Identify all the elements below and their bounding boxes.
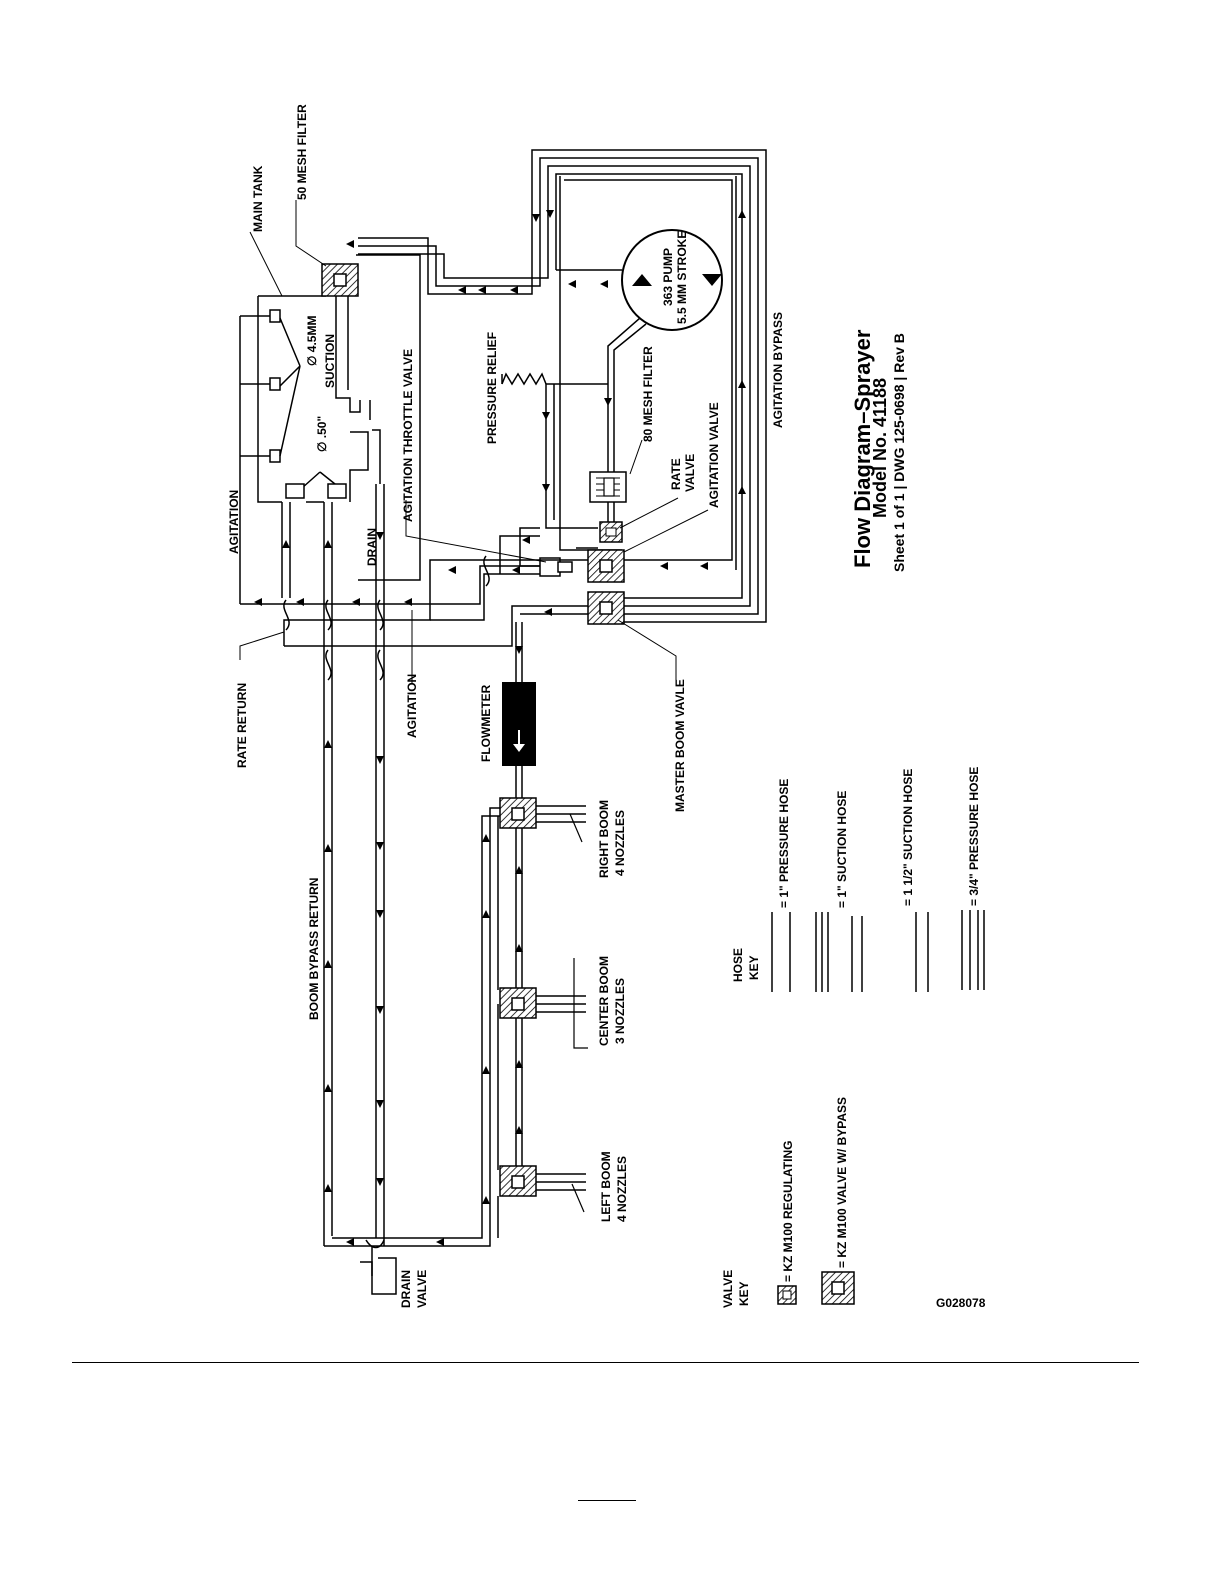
label-suction: SUCTION	[323, 334, 337, 388]
label-pump-1: 363 PUMP	[661, 248, 675, 306]
label-agitation-top: AGITATION	[227, 490, 241, 554]
hose-key-3-4in-pressure: = 3/4" PRESSURE HOSE	[967, 767, 981, 906]
valve-key-bypass-icon	[821, 1271, 855, 1305]
drawing-id: G028078	[936, 1296, 986, 1310]
label-agitation-throttle: AGITATION THROTTLE VALVE	[401, 349, 415, 522]
center-boom-valve	[499, 958, 588, 1049]
label-drain-valve-1: DRAIN	[399, 1270, 413, 1308]
valve-key-regulating-icon	[777, 1285, 797, 1305]
boom-feed	[497, 622, 523, 1238]
pressure-arrows	[542, 398, 612, 492]
pressure-line	[519, 317, 647, 567]
hose-key-swatches	[771, 910, 985, 992]
label-center-boom-1: CENTER BOOM	[597, 956, 611, 1046]
label-right-boom-2: 4 NOZZLES	[613, 810, 627, 876]
pump	[621, 229, 723, 331]
hose-key-label-2: KEY	[747, 955, 761, 980]
long-return-lines	[281, 484, 490, 1246]
label-left-boom-2: 4 NOZZLES	[615, 1156, 629, 1222]
label-main-tank: MAIN TANK	[251, 165, 265, 232]
agitation-jets	[239, 309, 341, 604]
label-master-boom-valve: MASTER BOOM VAVLE	[673, 679, 687, 812]
pressure-relief	[501, 372, 547, 386]
suction-arrows	[346, 210, 746, 570]
label-mesh50-filter: 50 MESH FILTER	[295, 104, 309, 200]
hose-key-1-5in-suction: = 1 1/2" SUCTION HOSE	[901, 769, 915, 906]
hose-key-1in-pressure: = 1" PRESSURE HOSE	[777, 779, 791, 908]
label-agitation-bypass: AGITATION BYPASS	[771, 312, 785, 428]
flowmeter	[502, 682, 536, 766]
label-mesh80-filter: 80 MESH FILTER	[641, 346, 655, 442]
label-rate-valve-2: VALVE	[683, 454, 697, 492]
agitation-throttle-valve	[539, 557, 573, 577]
label-rate-valve-1: RATE	[669, 458, 683, 490]
footer-rule	[578, 1500, 636, 1501]
valve-key-label-1: VALVE	[721, 1270, 735, 1308]
rate-valve	[599, 521, 623, 543]
label-boom-bypass-return: BOOM BYPASS RETURN	[307, 878, 321, 1020]
label-right-boom-1: RIGHT BOOM	[597, 800, 611, 878]
main-tank	[257, 254, 421, 581]
label-agitation-valve: AGITATION VALVE	[707, 402, 721, 508]
label-flowmeter: FLOWMETER	[479, 684, 493, 762]
long-line-arrows	[282, 532, 384, 1192]
mesh50-filter	[321, 263, 359, 297]
leader-lines	[239, 200, 709, 684]
suction-line	[358, 149, 767, 623]
hose-key-label-1: HOSE	[731, 948, 745, 982]
label-left-boom-1: LEFT BOOM	[599, 1151, 613, 1222]
bottom-arrows	[346, 834, 490, 1246]
diagram-title: Flow Diagram–Sprayer	[850, 329, 875, 568]
label-pump-2: 5.5 MM STROKE	[675, 231, 689, 324]
valve-key-label-2: KEY	[737, 1281, 751, 1306]
label-dia50: ∅ .50"	[315, 416, 329, 452]
return-arrows	[254, 536, 552, 616]
label-agitation-bottom: AGITATION	[405, 674, 419, 738]
boom-feed-arrows	[515, 646, 523, 1134]
label-center-boom-2: 3 NOZZLES	[613, 978, 627, 1044]
page-divider	[72, 1362, 1139, 1363]
hose-key-1in-suction: = 1" SUCTION HOSE	[835, 791, 849, 908]
label-dia45: ∅ 4.5MM	[305, 316, 319, 366]
suction-pipe	[335, 296, 381, 502]
right-boom-valve	[499, 797, 586, 843]
master-boom-valve	[587, 591, 625, 625]
bottom-loop	[324, 807, 500, 1295]
tank-bottom-ports	[285, 483, 347, 499]
model-number: Model No. 41188	[870, 378, 890, 518]
agitation-valve	[587, 549, 625, 583]
sheet-info: Sheet 1 of 1 | DWG 125-0698 | Rev B	[891, 333, 907, 572]
left-boom-valve	[499, 1165, 586, 1213]
label-pressure-relief: PRESSURE RELIEF	[485, 332, 499, 444]
label-rate-return: RATE RETURN	[235, 683, 249, 768]
label-drain-valve-2: VALVE	[415, 1270, 429, 1308]
valve-key-regulating: = KZ M100 REGULATING	[781, 1141, 795, 1282]
mesh80-filter	[589, 471, 627, 503]
valve-key-bypass: = KZ M100 VALVE W/ BYPASS	[835, 1097, 849, 1268]
return-lines	[240, 535, 588, 647]
label-drain: DRAIN	[365, 528, 379, 566]
